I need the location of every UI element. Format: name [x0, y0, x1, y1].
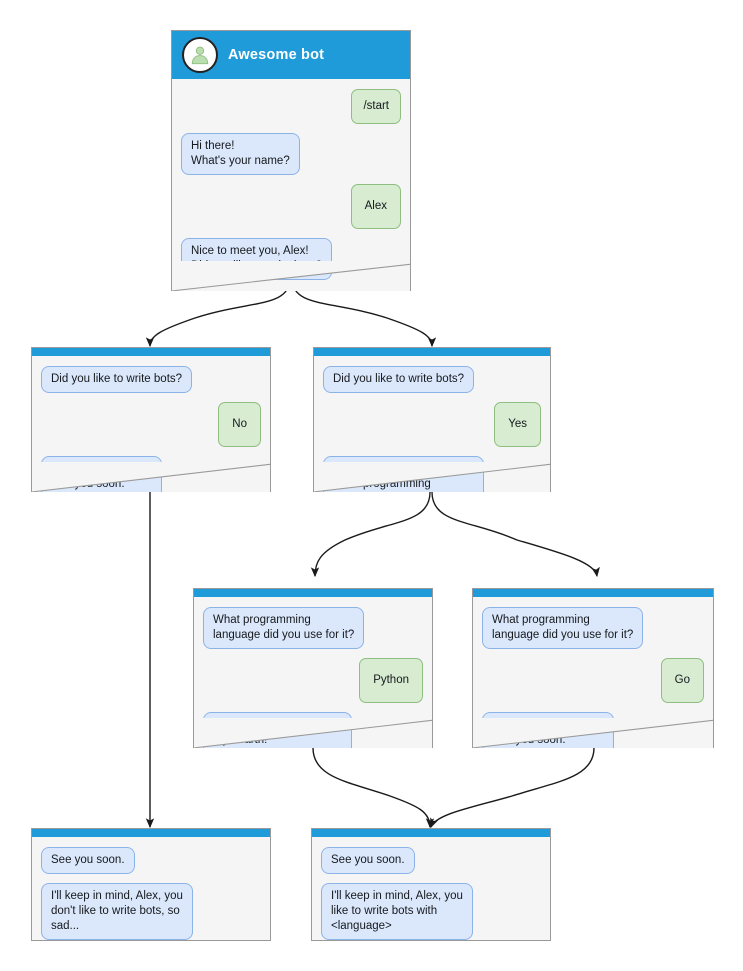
- chat-log-python-branch: What programming language did you use fo…: [194, 597, 432, 748]
- bot-message-bubble: Thank for all! Python is in my hearth! S…: [203, 711, 353, 748]
- chat-log-go-branch: What programming language did you use fo…: [473, 597, 713, 748]
- card-titlebar: [32, 348, 270, 356]
- message-row: Thank for information! See you soon.: [482, 711, 704, 748]
- bot-message-bubble: Did you like to write bots?: [41, 366, 193, 393]
- message-row: Thank for all! Python is in my hearth! S…: [203, 711, 423, 748]
- user-message-bubble[interactable]: Python: [359, 657, 423, 703]
- message-row: I'll keep in mind, Alex, you don't like …: [41, 882, 261, 940]
- card-titlebar: [32, 829, 270, 837]
- card-titlebar: Awesome bot: [172, 31, 410, 79]
- conversation-card-go-branch[interactable]: What programming language did you use fo…: [472, 588, 714, 748]
- chat-log-end-sad: See you soon. I'll keep in mind, Alex, y…: [32, 837, 270, 940]
- person-avatar-icon: [182, 37, 218, 73]
- conversation-card-end-sad[interactable]: See you soon. I'll keep in mind, Alex, y…: [31, 828, 271, 941]
- user-message-bubble[interactable]: No: [218, 401, 261, 447]
- bot-message-bubble: I'll keep in mind, Alex, you don't like …: [41, 882, 193, 940]
- message-row: Python: [203, 657, 423, 703]
- conversation-card-yes-branch[interactable]: Did you like to write bots? Yes Cool! I'…: [313, 347, 551, 492]
- message-row: What programming language did you use fo…: [482, 607, 704, 649]
- user-message-bubble[interactable]: /start: [351, 89, 401, 124]
- message-row: Not bad not terrible. See you soon.: [41, 455, 261, 492]
- bot-message-bubble: Did you like to write bots?: [323, 366, 475, 393]
- user-message-bubble[interactable]: Yes: [494, 401, 541, 447]
- message-row: What programming language did you use fo…: [203, 607, 423, 649]
- message-row: /start: [181, 89, 401, 124]
- chat-log-no-branch: Did you like to write bots? No Not bad n…: [32, 356, 270, 492]
- message-row: See you soon.: [321, 847, 541, 874]
- bot-message-bubble: Nice to meet you, Alex! Did you like to …: [181, 237, 333, 280]
- message-row: Did you like to write bots?: [323, 366, 541, 393]
- message-row: I'll keep in mind, Alex, you like to wri…: [321, 882, 541, 940]
- message-row: Cool! I'm too! What programming language…: [323, 455, 541, 492]
- conversation-card-python-branch[interactable]: What programming language did you use fo…: [193, 588, 433, 748]
- card-titlebar: [194, 589, 432, 597]
- message-row: Nice to meet you, Alex! Did you like to …: [181, 237, 401, 280]
- bot-message-bubble: Hi there! What's your name?: [181, 132, 300, 175]
- message-row: Go: [482, 657, 704, 703]
- message-row: Hi there! What's your name?: [181, 132, 401, 175]
- message-row: See you soon.: [41, 847, 261, 874]
- bot-message-bubble: Thank for information! See you soon.: [482, 711, 614, 748]
- chat-log-root: /start Hi there! What's your name? Alex …: [172, 79, 410, 291]
- bot-message-bubble: I'll keep in mind, Alex, you like to wri…: [321, 882, 473, 940]
- card-titlebar: [314, 348, 550, 356]
- bot-message-bubble: See you soon.: [321, 847, 415, 874]
- bot-message-bubble: What programming language did you use fo…: [203, 607, 365, 649]
- message-row: Did you like to write bots?: [41, 366, 261, 393]
- message-row: No: [41, 401, 261, 447]
- bot-message-bubble: What programming language did you use fo…: [482, 607, 644, 649]
- chat-log-yes-branch: Did you like to write bots? Yes Cool! I'…: [314, 356, 550, 492]
- bot-message-bubble: See you soon.: [41, 847, 135, 874]
- user-message-bubble[interactable]: Go: [660, 657, 704, 703]
- chat-log-end-happy: See you soon. I'll keep in mind, Alex, y…: [312, 837, 550, 940]
- conversation-card-end-happy[interactable]: See you soon. I'll keep in mind, Alex, y…: [311, 828, 551, 941]
- bot-message-bubble: Cool! I'm too! What programming language…: [323, 455, 485, 492]
- bot-message-bubble: Not bad not terrible. See you soon.: [41, 455, 163, 492]
- bot-title: Awesome bot: [228, 47, 325, 63]
- message-row: Yes: [323, 401, 541, 447]
- user-message-bubble[interactable]: Alex: [350, 183, 401, 229]
- conversation-card-root[interactable]: Awesome bot /start Hi there! What's your…: [171, 30, 411, 291]
- card-titlebar: [473, 589, 713, 597]
- message-row: Alex: [181, 183, 401, 229]
- conversation-card-no-branch[interactable]: Did you like to write bots? No Not bad n…: [31, 347, 271, 492]
- card-titlebar: [312, 829, 550, 837]
